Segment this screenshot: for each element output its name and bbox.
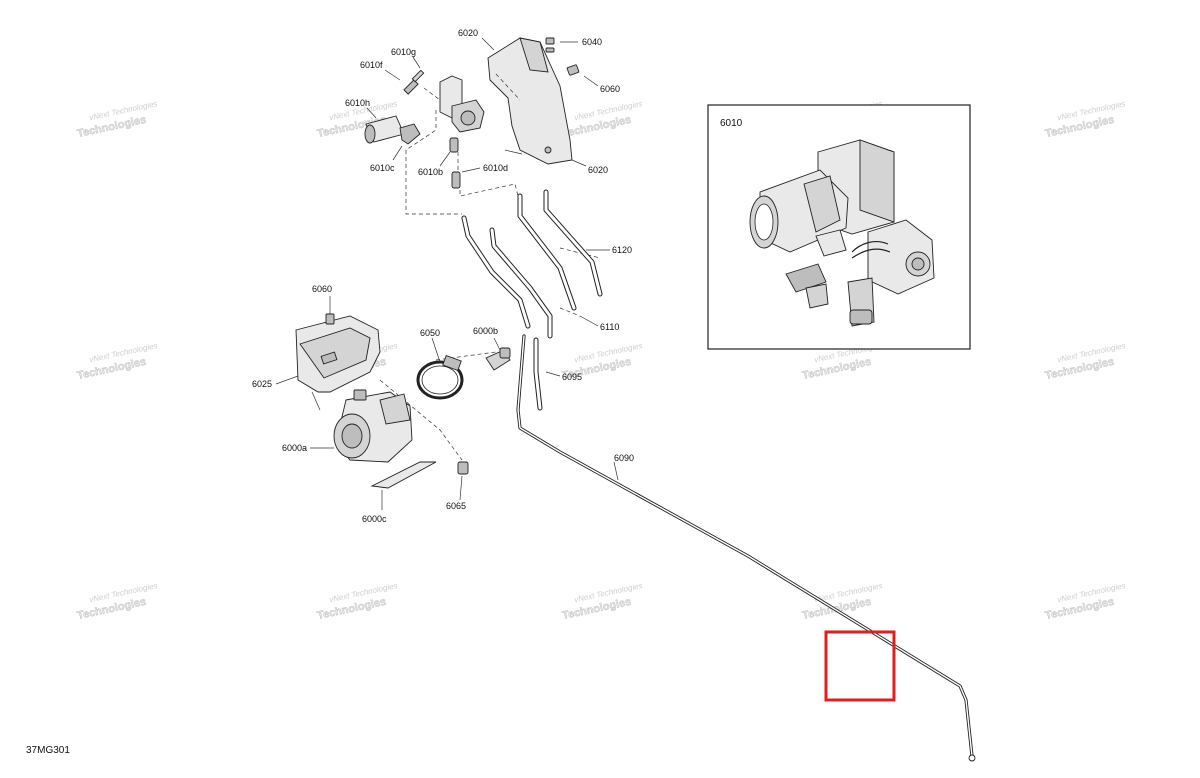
callout-label: 6010c (370, 163, 395, 173)
callout-label: 6020 (588, 165, 608, 175)
hose-6095[interactable] (533, 337, 543, 411)
tube-6090[interactable] (516, 334, 976, 762)
callout-label: 6110 (600, 322, 619, 332)
callout-label: 6010g (391, 47, 416, 57)
diagram-reference-code: 37MG301 (26, 745, 70, 756)
callout-label: 6060 (312, 284, 332, 294)
callout-label: 6095 (562, 372, 582, 382)
bracket-6025[interactable] (295, 313, 381, 411)
callout-label: 6060 (600, 84, 620, 94)
callout-label: 6010h (345, 98, 370, 108)
callout-label: 6000b (473, 326, 498, 336)
pump-6000a[interactable] (333, 389, 413, 463)
solenoid-valve-6010[interactable] (364, 69, 485, 189)
callout-label: 6040 (582, 37, 602, 47)
callout-label: 6010f (360, 60, 383, 70)
callout-label: 6000c (362, 514, 387, 524)
screw-6065[interactable] (457, 461, 469, 475)
fitting-6000b[interactable] (485, 347, 511, 371)
inset-label: 6010 (720, 118, 743, 129)
inset-detail-6010[interactable]: 6010 (707, 104, 971, 350)
callout-label: 6010b (418, 167, 443, 177)
heat-shield-6020[interactable] (487, 37, 573, 165)
callout-label: 6010d (483, 163, 508, 173)
callout-layer: 6020 6040 6010g 6010f 6060 6010h 6020 60… (252, 28, 634, 524)
callout-label: 6065 (446, 501, 466, 511)
callout-label: 6000a (282, 443, 307, 453)
hose-6120[interactable] (517, 189, 603, 311)
callout-label: 6020 (458, 28, 478, 38)
callout-label: 6090 (614, 453, 634, 463)
callout-label: 6120 (612, 245, 632, 255)
watermark-layer: vNext Technologies Technologies vNext Te… (76, 99, 1126, 622)
screw-6060-top[interactable] (566, 64, 580, 76)
screw-6040[interactable] (545, 37, 555, 53)
highlight-box (824, 630, 896, 702)
callout-label: 6025 (252, 379, 272, 389)
pad-6000c[interactable] (370, 461, 437, 489)
hose-6110[interactable] (461, 215, 553, 339)
callout-label: 6050 (420, 328, 440, 338)
